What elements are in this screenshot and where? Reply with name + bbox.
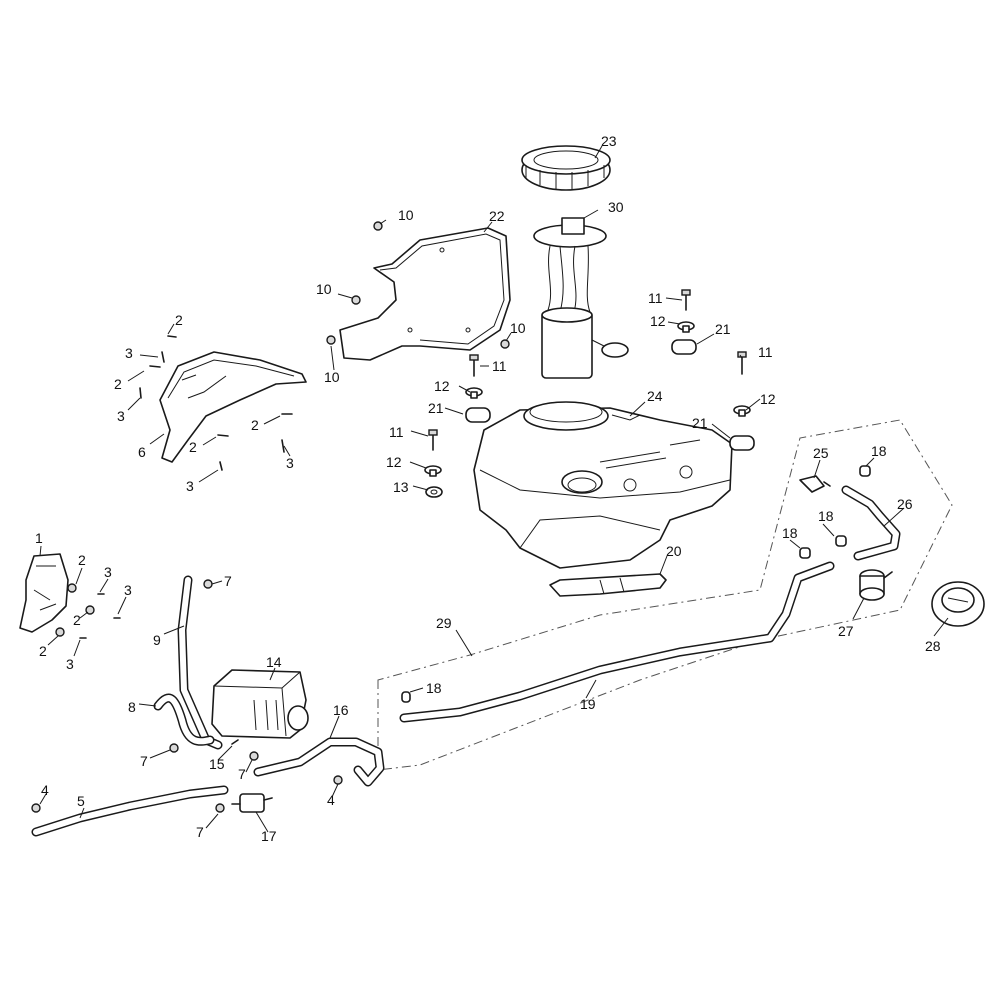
pipe-part[interactable] <box>31 785 229 837</box>
callout-2: 2 <box>189 439 197 455</box>
callout-labels: 1 2 2 2 2 2 2 2 2 2 3 3 3 3 3 3 3 3 3 4 … <box>35 133 941 844</box>
callout-2: 2 <box>78 552 86 568</box>
callout-2: 2 <box>73 612 81 628</box>
valve-27-part[interactable] <box>859 569 893 601</box>
heat-shield-left-part[interactable] <box>159 351 307 463</box>
bolt-part[interactable] <box>428 289 747 451</box>
callout-14: 14 <box>266 654 282 670</box>
callout-21: 21 <box>692 415 708 431</box>
bracket-part[interactable] <box>19 553 121 639</box>
callout-11: 11 <box>758 344 773 360</box>
callout-16: 16 <box>333 702 349 718</box>
callout-15: 15 <box>209 756 225 772</box>
callout-10: 10 <box>324 369 340 385</box>
callout-10: 10 <box>316 281 332 297</box>
callout-27: 27 <box>838 623 854 639</box>
clip-part[interactable] <box>31 579 343 813</box>
callout-20: 20 <box>666 543 682 559</box>
valve-25-part[interactable] <box>799 475 831 493</box>
callout-19: 19 <box>580 696 596 712</box>
canister-part[interactable] <box>211 669 309 739</box>
callout-3: 3 <box>286 455 294 471</box>
callout-12: 12 <box>386 454 402 470</box>
hose-small-part[interactable] <box>153 693 215 746</box>
callout-11: 11 <box>492 358 507 374</box>
callout-18: 18 <box>818 508 834 524</box>
callout-17: 17 <box>261 828 277 844</box>
callout-7: 7 <box>140 753 148 769</box>
callout-8: 8 <box>128 699 136 715</box>
callout-2: 2 <box>251 417 259 433</box>
callout-3: 3 <box>104 564 112 580</box>
callout-13: 13 <box>393 479 409 495</box>
washer-part[interactable] <box>425 486 443 498</box>
rubber-mount-part[interactable] <box>465 339 755 451</box>
callout-2: 2 <box>39 643 47 659</box>
callout-3: 3 <box>66 656 74 672</box>
callout-11: 11 <box>389 424 404 440</box>
callout-24: 24 <box>647 388 663 404</box>
callout-6: 6 <box>138 444 146 460</box>
callout-9: 9 <box>153 632 161 648</box>
callout-5: 5 <box>77 793 85 809</box>
callout-3: 3 <box>117 408 125 424</box>
callout-21: 21 <box>715 321 731 337</box>
leader-lines <box>39 145 949 833</box>
filler-pipe-part[interactable] <box>399 561 835 723</box>
callout-10: 10 <box>398 207 414 223</box>
callout-7: 7 <box>238 766 246 782</box>
heat-shield-part[interactable] <box>339 227 511 361</box>
callout-10: 10 <box>510 320 526 336</box>
assembly-boundary-29 <box>377 419 953 771</box>
callout-25: 25 <box>813 445 829 461</box>
callout-23: 23 <box>601 133 617 149</box>
spacer-part[interactable] <box>424 321 751 477</box>
callout-2: 2 <box>114 376 122 392</box>
callout-28: 28 <box>925 638 941 654</box>
callout-3: 3 <box>124 582 132 598</box>
callout-12: 12 <box>650 313 666 329</box>
callout-7: 7 <box>196 824 204 840</box>
callout-7: 7 <box>224 573 232 589</box>
strap-part[interactable] <box>549 573 667 597</box>
hose-26-part[interactable] <box>841 485 901 561</box>
callout-29: 29 <box>436 615 452 631</box>
callout-22: 22 <box>489 208 505 224</box>
callout-18: 18 <box>871 443 887 459</box>
valve-17-part[interactable] <box>231 793 273 813</box>
fuel-pump-part[interactable] <box>533 217 629 379</box>
callout-4: 4 <box>327 792 335 808</box>
callout-4: 4 <box>41 782 49 798</box>
callout-2: 2 <box>175 312 183 328</box>
callout-30: 30 <box>608 199 624 215</box>
callout-3: 3 <box>125 345 133 361</box>
callout-11: 11 <box>648 290 663 306</box>
callout-12: 12 <box>434 378 450 394</box>
hose-clamp-part[interactable] <box>401 465 871 703</box>
callout-26: 26 <box>897 496 913 512</box>
filler-cap-part[interactable] <box>931 581 985 627</box>
callout-1: 1 <box>35 530 43 546</box>
callout-3: 3 <box>186 478 194 494</box>
locking-ring-part[interactable] <box>521 145 611 191</box>
callout-12: 12 <box>760 391 776 407</box>
hose-16-part[interactable] <box>253 737 385 787</box>
callout-21: 21 <box>428 400 444 416</box>
callout-18: 18 <box>782 525 798 541</box>
callout-18: 18 <box>426 680 442 696</box>
fuel-tank-part[interactable] <box>473 401 733 569</box>
